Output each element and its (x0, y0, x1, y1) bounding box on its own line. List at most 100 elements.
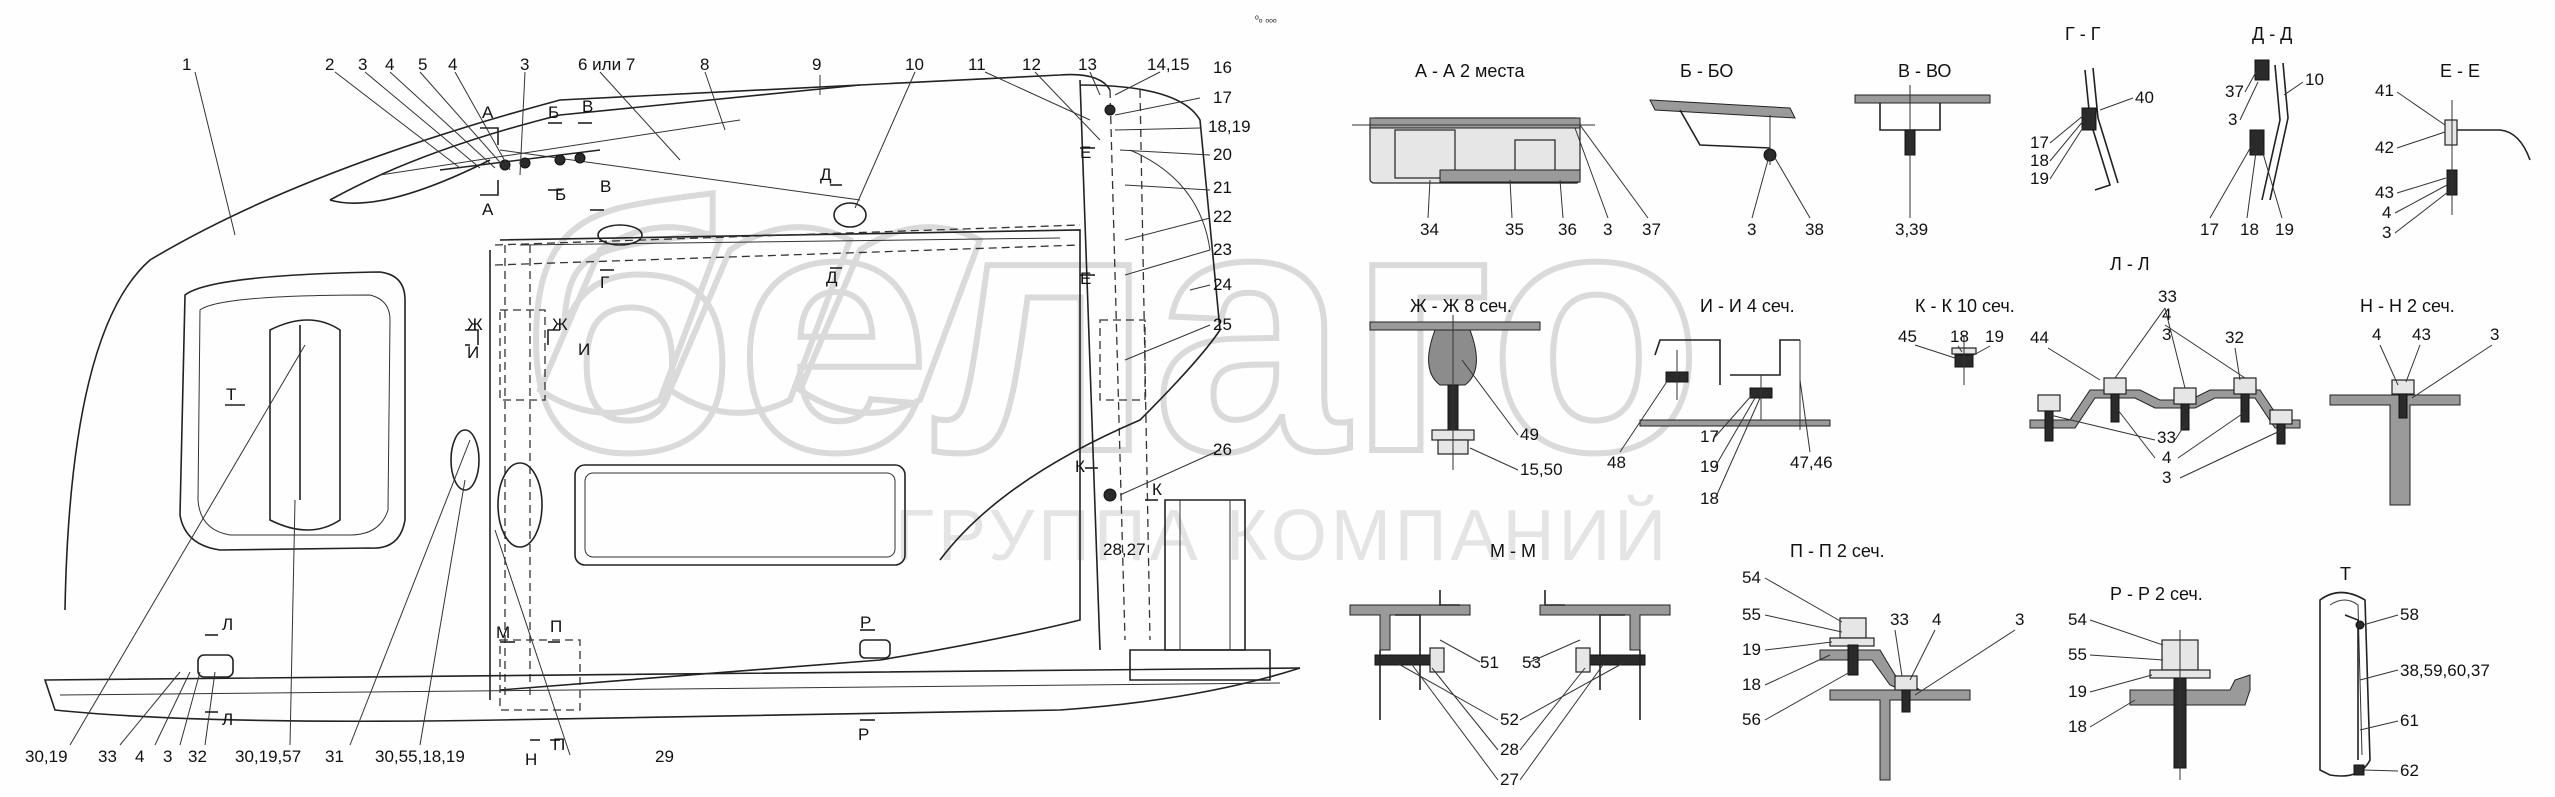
rr-plate (2129, 674, 2251, 706)
mm-right-nut (1575, 647, 1591, 673)
ll-nut-1 (2037, 394, 2061, 412)
t-pillar-inner (2329, 599, 2363, 756)
ll-bolts (2044, 393, 2286, 445)
zhzh-top-sheet (1369, 321, 1541, 331)
mark-R-bottom: Р (858, 725, 869, 744)
mm-right-bracket (1599, 614, 1625, 690)
callout-16: 16 (1213, 58, 1232, 77)
ii-bracket-left (1654, 339, 1721, 385)
ll-label-32: 32 (2225, 328, 2244, 347)
ee-label-3: 3 (2382, 223, 2391, 242)
roof-bolt-4 (574, 152, 586, 164)
roof-bolt-3 (554, 154, 566, 166)
mark-G: Г (600, 273, 609, 292)
ll-nut-2 (2103, 377, 2127, 395)
nn-nut (2391, 379, 2415, 395)
pp-label-55: 55 (1742, 605, 1761, 624)
dd-top-bolt (2254, 59, 2270, 81)
section-VV: В - ВО 3,39 (1854, 61, 1991, 239)
ll-nut-5 (2269, 409, 2293, 425)
section-LL-title: Л - Л (2110, 254, 2150, 274)
roof-bolt-front (1104, 104, 1116, 116)
mark-E-top: Е (1080, 143, 1091, 162)
ll-nut-3 (2173, 387, 2197, 405)
pp-nut (1839, 617, 1867, 639)
nn-bolt (2398, 393, 2408, 419)
callout-25: 25 (1213, 315, 1232, 334)
section-EE: Е - Е 41 42 43 4 3 (2375, 61, 2531, 242)
mm-label-52: 52 (1500, 710, 1519, 729)
callout-17: 17 (1213, 88, 1232, 107)
dd-bolt (2249, 129, 2265, 156)
floor-clip-l (197, 654, 234, 678)
pp-nut-2 (1894, 675, 1918, 691)
dd-label-3: 3 (2228, 110, 2237, 129)
mark-L-top: Л (222, 615, 233, 634)
gg-panel (2084, 69, 2111, 191)
ll-leaders (2047, 307, 2283, 479)
side-panel-outline (499, 229, 1081, 691)
view-T-title: Т (2340, 564, 2351, 584)
nn-t-profile (2329, 394, 2461, 506)
section-RR: Р - Р 2 сеч. 54 55 19 18 (2068, 584, 2251, 780)
ee-label-42: 42 (2375, 138, 2394, 157)
side-window-glass (584, 472, 896, 558)
zhzh-label-15-50: 15,50 (1520, 460, 1563, 479)
callout-22: 22 (1213, 207, 1232, 226)
ll-nut-4 (2233, 377, 2257, 395)
section-VV-title: В - ВО (1898, 61, 1951, 81)
cab-floor-frame (43, 667, 1301, 723)
callout-10: 10 (905, 55, 924, 74)
section-NN-title: Н - Н 2 сеч. (2360, 296, 2455, 316)
ll-label-3-bottom: 3 (2162, 468, 2171, 487)
callout-8: 8 (700, 55, 709, 74)
mark-K-left: К (1075, 457, 1085, 476)
callout-11: 11 (968, 55, 986, 74)
dd-panel (2261, 64, 2281, 201)
mark-P-bottom: П (553, 735, 565, 754)
mark-V-top: В (582, 97, 593, 116)
pp-bolt-1 (1847, 644, 1859, 676)
rr-leaders (2089, 619, 2164, 728)
pp-bolt-2 (1901, 689, 1911, 713)
mm-upper-posts (1439, 590, 1565, 606)
bb-leaders (1751, 157, 1811, 219)
t-label-61: 61 (2400, 711, 2419, 730)
mark-E-bottom: Е (1080, 269, 1091, 288)
ee-label-43: 43 (2375, 183, 2394, 202)
mark-K-right: К (1152, 480, 1162, 499)
section-DD: Д - Д 37 3 10 17 18 19 (2200, 24, 2324, 239)
section-GG: Г - Г 40 17 18 19 (2030, 24, 2154, 191)
vv-label-3-39: 3,39 (1895, 220, 1928, 239)
mount-base (1129, 649, 1271, 681)
roof-panel-edge (329, 84, 861, 201)
gg-label-19: 19 (2030, 169, 2049, 188)
floor-clip-r (859, 639, 891, 659)
dd-panel-inner (2269, 62, 2289, 201)
callout-18-19: 18,19 (1208, 117, 1251, 136)
section-GG-title: Г - Г (2065, 24, 2101, 44)
t-label-38-59-60-37: 38,59,60,37 (2400, 661, 2490, 680)
mark-I-left: И (467, 343, 479, 362)
section-ZhZh-title: Ж - Ж 8 сеч. (1410, 296, 1512, 316)
bb-bracket (1679, 109, 1771, 149)
callout-30-19-57: 30,19,57 (235, 747, 301, 766)
gg-label-40: 40 (2135, 88, 2154, 107)
gg-panel-inner (2092, 67, 2119, 184)
view-T: Т 58 38,59,60,37 61 62 (2319, 564, 2490, 780)
side-window (574, 464, 906, 566)
rear-window-glass (197, 294, 391, 536)
dd-leaders (2209, 71, 2304, 219)
mark-N: Н (525, 750, 537, 769)
callout-29: 29 (655, 747, 674, 766)
aa-label-36: 36 (1558, 220, 1577, 239)
pp-label-19: 19 (1742, 640, 1761, 659)
callout-21: 21 (1213, 178, 1232, 197)
section-AA-title: А - А 2 места (1415, 61, 1525, 81)
section-EE-title: Е - Е (2440, 61, 2480, 81)
bb-label-3: 3 (1747, 220, 1756, 239)
roof-inner-edge (329, 159, 491, 205)
mm-left-bolt (1374, 654, 1436, 666)
roof-clip-g (597, 224, 643, 246)
